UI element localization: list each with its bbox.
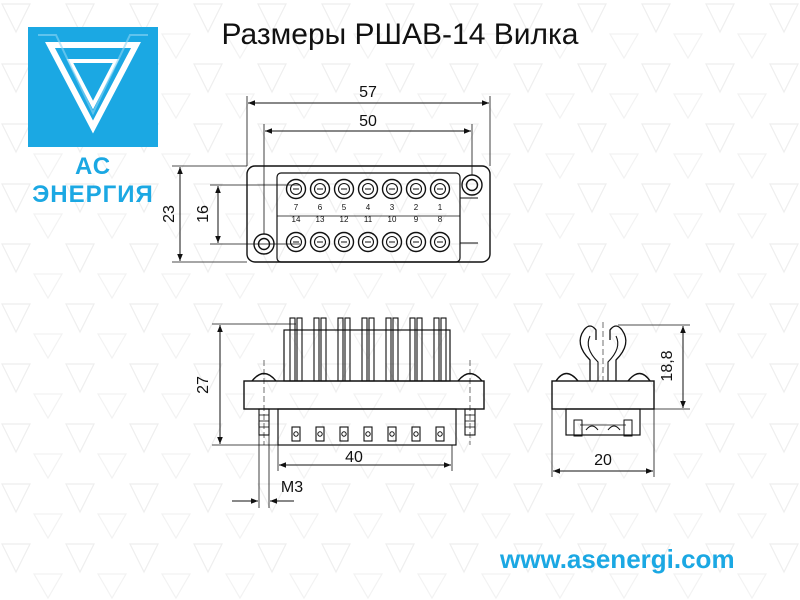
end-screw-head-right	[627, 372, 651, 382]
contact-label: 8	[438, 215, 443, 224]
side-pin	[337, 317, 351, 442]
side-pin	[409, 317, 423, 442]
screw-thread-right	[464, 408, 476, 436]
end-screw-head-left	[555, 372, 579, 382]
contact-socket	[357, 231, 379, 253]
contact-socket	[333, 178, 355, 200]
side-view	[212, 323, 485, 508]
contact-socket	[309, 231, 331, 253]
contact-socket	[285, 178, 307, 200]
side-pin	[361, 317, 375, 442]
contact-label: 5	[342, 203, 347, 212]
spring-contact-left	[579, 325, 597, 381]
logo-text: АС ЭНЕРГИЯ	[32, 153, 154, 208]
side-lower-body	[277, 408, 457, 446]
contact-label: 4	[366, 203, 371, 212]
contact-label: 1	[438, 203, 443, 212]
side-view-pins	[289, 317, 447, 442]
contact-socket	[309, 178, 331, 200]
website-link[interactable]: www.asenergi.com	[500, 544, 735, 574]
end-view	[551, 322, 690, 477]
dim-50-label: 50	[359, 113, 377, 130]
dim-27-label: 27	[195, 376, 212, 394]
contact-label: 7	[294, 203, 299, 212]
spring-contact-right	[609, 325, 627, 381]
dim-m3-label: M3	[281, 479, 303, 496]
contact-label: 3	[390, 203, 395, 212]
top-view	[172, 96, 491, 263]
contact-label: 9	[414, 215, 419, 224]
contact-socket	[429, 231, 451, 253]
side-pin	[433, 317, 447, 442]
end-lower-body	[565, 408, 641, 436]
dim-18-8-label: 18,8	[659, 350, 676, 381]
dim-57-label: 57	[359, 84, 377, 101]
dim-23-label: 23	[161, 205, 178, 223]
logo-triangle-icon	[38, 34, 148, 134]
contact-socket	[381, 231, 403, 253]
side-pin	[313, 317, 327, 442]
contact-socket	[405, 231, 427, 253]
company-logo[interactable]: АС ЭНЕРГИЯ	[28, 27, 158, 208]
dim-40-label: 40	[345, 449, 363, 466]
contact-label: 11	[364, 215, 373, 224]
dim-16-label: 16	[195, 205, 212, 223]
contact-label: 12	[340, 215, 349, 224]
dim-20-label: 20	[594, 452, 612, 469]
logo-emblem	[28, 27, 158, 147]
contact-socket	[333, 231, 355, 253]
contact-label: 13	[316, 215, 325, 224]
contact-label: 6	[318, 203, 323, 212]
contact-label: 14	[292, 215, 301, 224]
contact-socket	[405, 178, 427, 200]
contact-socket	[285, 231, 307, 253]
contact-socket	[429, 178, 451, 200]
end-flange	[551, 380, 655, 410]
contact-field-outline	[276, 172, 461, 263]
contact-socket	[357, 178, 379, 200]
side-pin	[385, 317, 399, 442]
mount-hole-right	[461, 174, 483, 196]
page-title: Размеры РШАВ-14 Вилка	[221, 18, 579, 51]
side-pin	[289, 317, 303, 442]
contact-socket	[381, 178, 403, 200]
contact-label: 2	[414, 203, 419, 212]
contact-label: 10	[388, 215, 397, 224]
top-view-contacts	[285, 178, 451, 253]
screw-thread-left	[258, 408, 270, 436]
side-flange	[243, 380, 485, 410]
